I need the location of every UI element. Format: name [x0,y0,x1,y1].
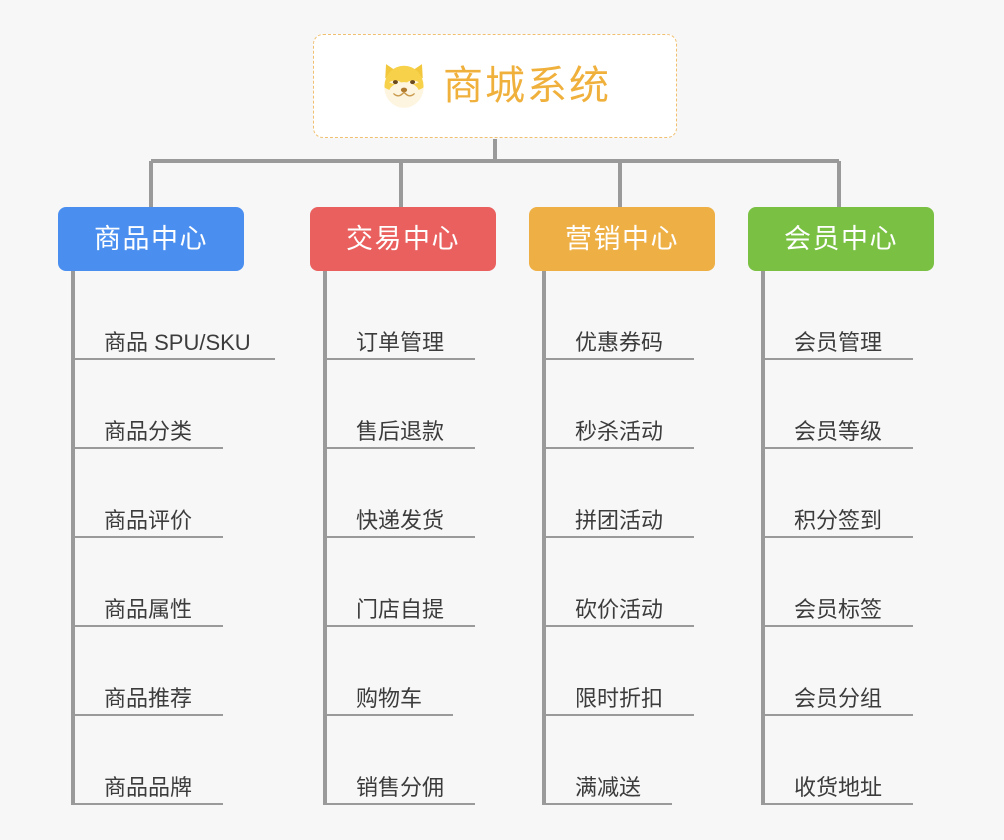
leaf-label: 拼团活动 [575,508,664,533]
leaf-item[interactable]: 会员等级 [748,360,948,449]
leaf-column-2: 订单管理 售后退款 快递发货 门店自提 购物车 销售分佣 [310,271,510,805]
leaf-label: 商品品牌 [104,775,193,800]
leaf-item[interactable]: 会员标签 [748,538,948,627]
leaf-underline [544,714,694,716]
leaf-label: 商品属性 [104,597,193,622]
leaf-underline [544,358,694,360]
leaf-item[interactable]: 销售分佣 [310,716,510,805]
leaf-label: 会员等级 [794,419,883,444]
category-box-2[interactable]: 交易中心 [310,207,496,271]
leaf-label: 满减送 [575,775,642,800]
leaf-underline [763,358,913,360]
leaf-underline [544,536,694,538]
leaf-label: 限时折扣 [575,686,664,711]
leaf-item[interactable]: 商品推荐 [58,627,258,716]
leaf-item[interactable]: 商品品牌 [58,716,258,805]
leaf-item[interactable]: 购物车 [310,627,510,716]
leaf-underline [763,714,913,716]
leaf-item[interactable]: 拼团活动 [529,449,729,538]
leaf-item[interactable]: 商品属性 [58,538,258,627]
leaf-item[interactable]: 会员分组 [748,627,948,716]
category-box-3[interactable]: 营销中心 [529,207,715,271]
shiba-dog-face-icon [384,64,424,108]
leaf-label: 商品 SPU/SKU [104,330,251,355]
category-label-3: 营销中心 [565,223,679,254]
leaf-underline [325,536,475,538]
leaf-item[interactable]: 商品分类 [58,360,258,449]
leaf-label: 商品分类 [104,419,193,444]
leaf-item[interactable]: 快递发货 [310,449,510,538]
leaf-underline [73,714,223,716]
leaf-label: 商品评价 [104,508,193,533]
leaf-label: 会员标签 [794,597,883,622]
leaf-item[interactable]: 满减送 [529,716,729,805]
leaf-label: 订单管理 [356,330,445,355]
leaf-label: 门店自提 [356,597,445,622]
root-title: 商城系统 [443,64,611,108]
leaf-underline [544,447,694,449]
leaf-label: 销售分佣 [356,775,445,800]
leaf-item[interactable]: 砍价活动 [529,538,729,627]
leaf-underline [325,358,475,360]
leaf-item[interactable]: 门店自提 [310,538,510,627]
leaf-item[interactable]: 积分签到 [748,449,948,538]
leaf-underline [73,358,275,360]
category-box-1[interactable]: 商品中心 [58,207,244,271]
leaf-item[interactable]: 会员管理 [748,271,948,360]
leaf-underline [763,447,913,449]
leaf-label: 售后退款 [356,419,445,444]
leaf-label: 快递发货 [356,508,445,533]
leaf-underline [544,803,672,805]
leaf-column-3: 优惠券码 秒杀活动 拼团活动 砍价活动 限时折扣 满减送 [529,271,729,805]
leaf-underline [73,625,223,627]
leaf-item[interactable]: 秒杀活动 [529,360,729,449]
root-node[interactable]: 商城系统 [313,34,677,138]
leaf-label: 商品推荐 [104,686,193,711]
category-label-1: 商品中心 [94,223,208,254]
leaf-item[interactable]: 商品 SPU/SKU [58,271,275,360]
leaf-underline [73,536,223,538]
leaf-underline [763,536,913,538]
leaf-underline [325,803,475,805]
leaf-underline [325,625,475,627]
leaf-underline [73,803,223,805]
leaf-label: 购物车 [356,686,423,711]
leaf-underline [73,447,223,449]
leaf-underline [763,803,913,805]
leaf-item[interactable]: 优惠券码 [529,271,729,360]
leaf-item[interactable]: 收货地址 [748,716,948,805]
leaf-label: 优惠券码 [575,330,664,355]
leaf-underline [763,625,913,627]
leaf-label: 会员分组 [794,686,883,711]
leaf-underline [544,625,694,627]
leaf-underline [325,447,475,449]
leaf-label: 秒杀活动 [575,419,664,444]
leaf-item[interactable]: 售后退款 [310,360,510,449]
leaf-label: 砍价活动 [575,597,664,622]
leaf-item[interactable]: 商品评价 [58,449,258,538]
leaf-item[interactable]: 限时折扣 [529,627,729,716]
leaf-label: 积分签到 [794,508,883,533]
category-label-4: 会员中心 [784,223,898,254]
leaf-column-4: 会员管理 会员等级 积分签到 会员标签 会员分组 收货地址 [748,271,948,805]
leaf-column-1: 商品 SPU/SKU 商品分类 商品评价 商品属性 商品推荐 商品品牌 [58,271,275,805]
category-box-4[interactable]: 会员中心 [748,207,934,271]
leaf-item[interactable]: 订单管理 [310,271,510,360]
leaf-label: 会员管理 [794,330,883,355]
leaf-underline [325,714,453,716]
category-label-2: 交易中心 [346,223,460,254]
leaf-label: 收货地址 [794,775,883,800]
